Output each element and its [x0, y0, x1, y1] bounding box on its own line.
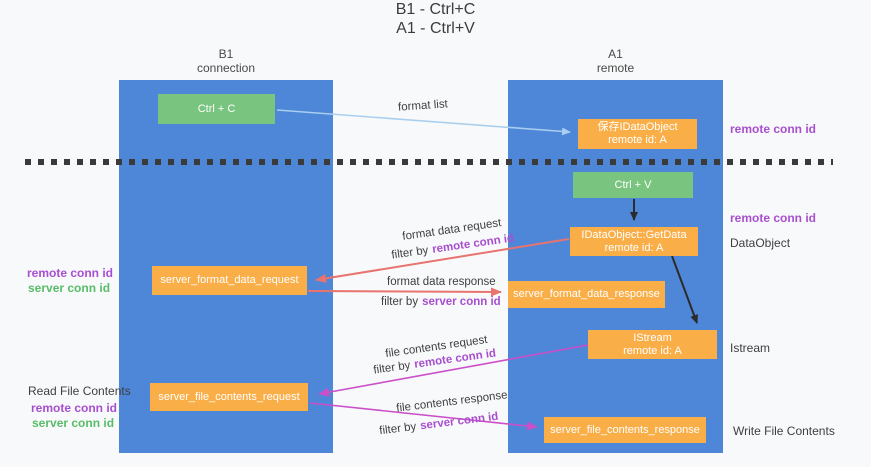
- left-server-conn-id-bottom: server conn id: [32, 416, 115, 430]
- left-column-role: connection: [196, 61, 256, 75]
- left-column-name: B1: [218, 47, 234, 61]
- save-dataobject-line2: remote id: A: [608, 134, 667, 146]
- server-format-data-request-box: server_format_data_request: [152, 266, 307, 295]
- remote-conn-id-annotation-mid: remote conn id: [730, 211, 817, 225]
- title-line-1: B1 - Ctrl+C: [395, 1, 476, 18]
- remote-conn-id-annotation-top: remote conn id: [730, 122, 817, 136]
- getdata-line1: IDataObject::GetData: [581, 228, 687, 241]
- left-remote-conn-id-bottom: remote conn id: [31, 401, 118, 415]
- diagram-title: B1 - Ctrl+C A1 - Ctrl+V: [0, 0, 871, 38]
- server-file-contents-response-label: server_file_contents_response: [550, 423, 700, 436]
- write-file-contents-annotation: Write File Contents: [733, 424, 835, 438]
- right-column-role: remote: [596, 61, 635, 75]
- filter-by-text: filter by: [381, 296, 419, 308]
- left-column-header: B1 connection: [119, 47, 333, 75]
- server-format-data-response-box: server_format_data_response: [508, 281, 665, 308]
- istream-line1: IStream: [633, 331, 672, 344]
- title-line-2: A1 - Ctrl+V: [396, 20, 475, 37]
- getdata-box: IDataObject::GetData remote id: A: [570, 227, 698, 256]
- format-list-arrow: [276, 109, 571, 136]
- ctrl-v-label: Ctrl + V: [614, 178, 652, 191]
- ctrl-v-box: Ctrl + V: [573, 172, 693, 198]
- ctrl-c-label: Ctrl + C: [197, 102, 236, 115]
- server-format-data-request-label: server_format_data_request: [160, 274, 299, 286]
- server-file-contents-request-label: server_file_contents_request: [158, 390, 300, 403]
- server-conn-id-text: server conn id: [422, 296, 501, 308]
- format-data-response-label: format data response: [387, 276, 496, 288]
- server-file-contents-response-box: server_file_contents_response: [544, 417, 706, 443]
- getdata-line2: remote id: A: [604, 241, 664, 254]
- istream-box: IStream remote id: A: [588, 330, 717, 359]
- format-data-request-arrow: [315, 238, 570, 283]
- istream-annotation: Istream: [730, 341, 771, 355]
- istream-line2: remote id: A: [623, 344, 682, 357]
- left-remote-conn-id-top: remote conn id: [27, 266, 114, 280]
- save-dataobject-box: 保存IDataObject remote id: A: [578, 119, 697, 149]
- server-file-contents-request-box: server_file_contents_request: [150, 383, 308, 411]
- save-dataobject-line1: 保存IDataObject: [597, 121, 678, 133]
- ctrl-c-box: Ctrl + C: [158, 94, 275, 124]
- getdata-to-istream-arrow: [671, 255, 698, 324]
- right-column-header: A1 remote: [508, 47, 723, 75]
- read-file-contents-annotation: Read File Contents: [28, 384, 131, 398]
- right-column-name: A1: [608, 47, 623, 61]
- file-contents-response-arrow: [309, 402, 538, 431]
- format-data-response-arrow: [307, 287, 502, 297]
- file-contents-request-arrow: [318, 344, 589, 397]
- dataobject-annotation: DataObject: [730, 236, 791, 250]
- server-format-data-response-label: server_format_data_response: [513, 288, 660, 300]
- left-server-conn-id-top: server conn id: [28, 281, 111, 295]
